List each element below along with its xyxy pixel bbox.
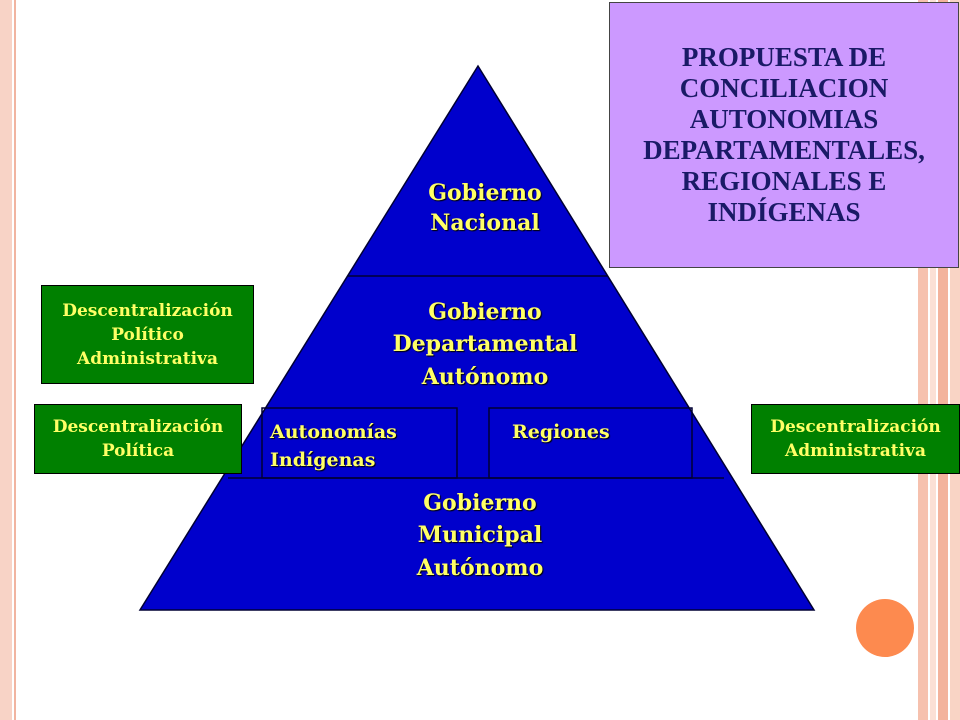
tier-municipal-line-3: Autónomo (416, 554, 544, 581)
tier-indigenous-label: Autonomías Indígenas (270, 418, 450, 474)
pa-line-2: Político (111, 324, 184, 345)
tier-national-label: Gobierno Nacional (395, 180, 575, 237)
a-line-2: Administrativa (785, 441, 926, 461)
tier-national-line-1: Gobierno (428, 180, 542, 206)
title-line-5: REGIONALES E (681, 166, 887, 196)
title-line-4: DEPARTAMENTALES, (643, 135, 925, 165)
right-decorative-band (918, 0, 960, 720)
tier-municipal-label: Gobierno Municipal Autónomo (380, 490, 580, 581)
tier-municipal-line-1: Gobierno (423, 490, 537, 516)
p-line-1: Descentralización (52, 417, 224, 437)
pyramid-shape (138, 64, 816, 611)
administrative-box: Descentralización Administrativa (751, 404, 960, 474)
tier-departmental-line-3: Autónomo (421, 363, 549, 390)
pa-line-3: Administrativa (77, 348, 218, 369)
tier-departmental-line-1: Gobierno (428, 299, 542, 325)
political-administrative-box: Descentralización Político Administrativ… (41, 285, 254, 384)
p-line-2: Política (101, 441, 175, 461)
pa-line-1: Descentralización (62, 300, 233, 321)
tier-indigenous-line-1: Autonomías (270, 421, 397, 443)
title-box: PROPUESTA DE CONCILIACION AUTONOMIAS DEP… (609, 2, 959, 268)
tier-indigenous-line-2: Indígenas (270, 449, 376, 471)
tier-regions-line-1: Regiones (512, 421, 610, 443)
political-box: Descentralización Política (34, 404, 242, 474)
tier-departmental-line-2: Departamental (392, 331, 578, 358)
left-margin-rule (0, 0, 12, 720)
a-line-1: Descentralización (770, 417, 941, 437)
left-margin-line (14, 0, 16, 720)
tier-regions-label: Regiones (512, 418, 662, 446)
tier-national-line-2: Nacional (430, 210, 540, 237)
title-line-3: AUTONOMIAS (689, 104, 879, 134)
title-line-2: CONCILIACION (679, 73, 889, 103)
circle-icon (856, 599, 914, 657)
tier-departmental-label: Gobierno Departamental Autónomo (360, 299, 610, 390)
title-line-1: PROPUESTA DE (681, 42, 887, 72)
tier-municipal-line-2: Municipal (417, 522, 543, 549)
title-line-6: INDÍGENAS (707, 197, 861, 227)
